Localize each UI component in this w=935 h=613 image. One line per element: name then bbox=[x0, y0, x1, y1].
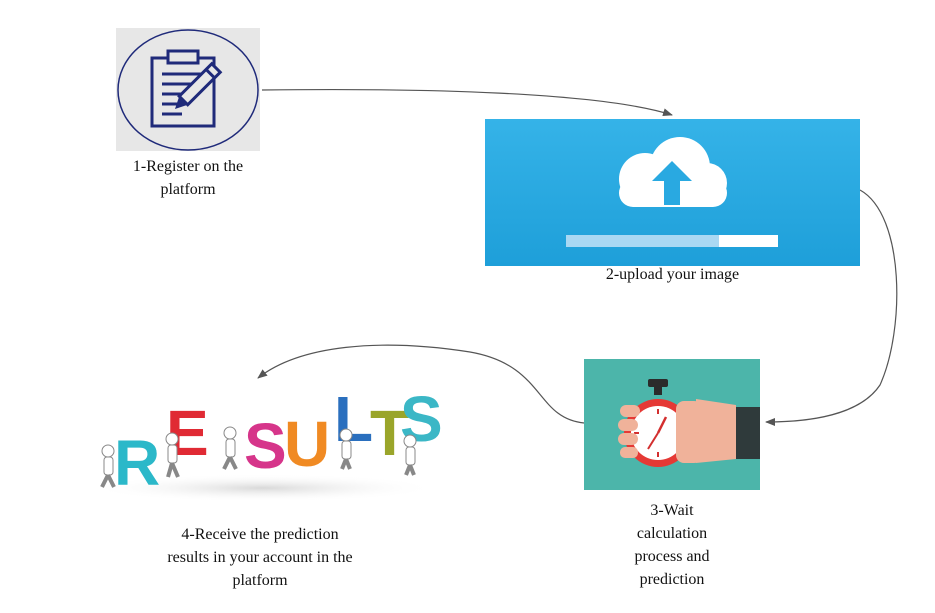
results-letter-l: L bbox=[334, 393, 373, 455]
results-image: R E S U L T S bbox=[78, 383, 448, 513]
stopwatch-hand-icon bbox=[618, 379, 760, 467]
step-4-label: 4-Receive the prediction results in your… bbox=[167, 526, 353, 589]
step-2-label: 2-upload your image bbox=[605, 266, 740, 283]
results-letter-t: T bbox=[370, 397, 409, 469]
wait-image bbox=[584, 359, 760, 490]
arrow-register-to-upload bbox=[261, 88, 673, 117]
arrow-upload-to-wait bbox=[765, 189, 898, 426]
upload-progress-fill bbox=[566, 235, 719, 247]
arrow-wait-to-results bbox=[257, 344, 585, 424]
cloud-upload-icon bbox=[619, 137, 727, 207]
results-letter-s: S bbox=[244, 410, 287, 482]
upload-progress-bar bbox=[566, 235, 778, 247]
step-3-label: 3-Wait calculation process and predictio… bbox=[634, 502, 710, 588]
register-image bbox=[116, 28, 260, 151]
step-1-label: 1-Register on the platform bbox=[132, 158, 244, 198]
upload-image bbox=[485, 119, 860, 266]
results-letter-u: U bbox=[284, 408, 330, 480]
results-letters-icon: R E S U L T S bbox=[88, 383, 443, 502]
results-letter-r: R bbox=[114, 427, 160, 499]
clipboard-pencil-icon bbox=[117, 29, 259, 151]
